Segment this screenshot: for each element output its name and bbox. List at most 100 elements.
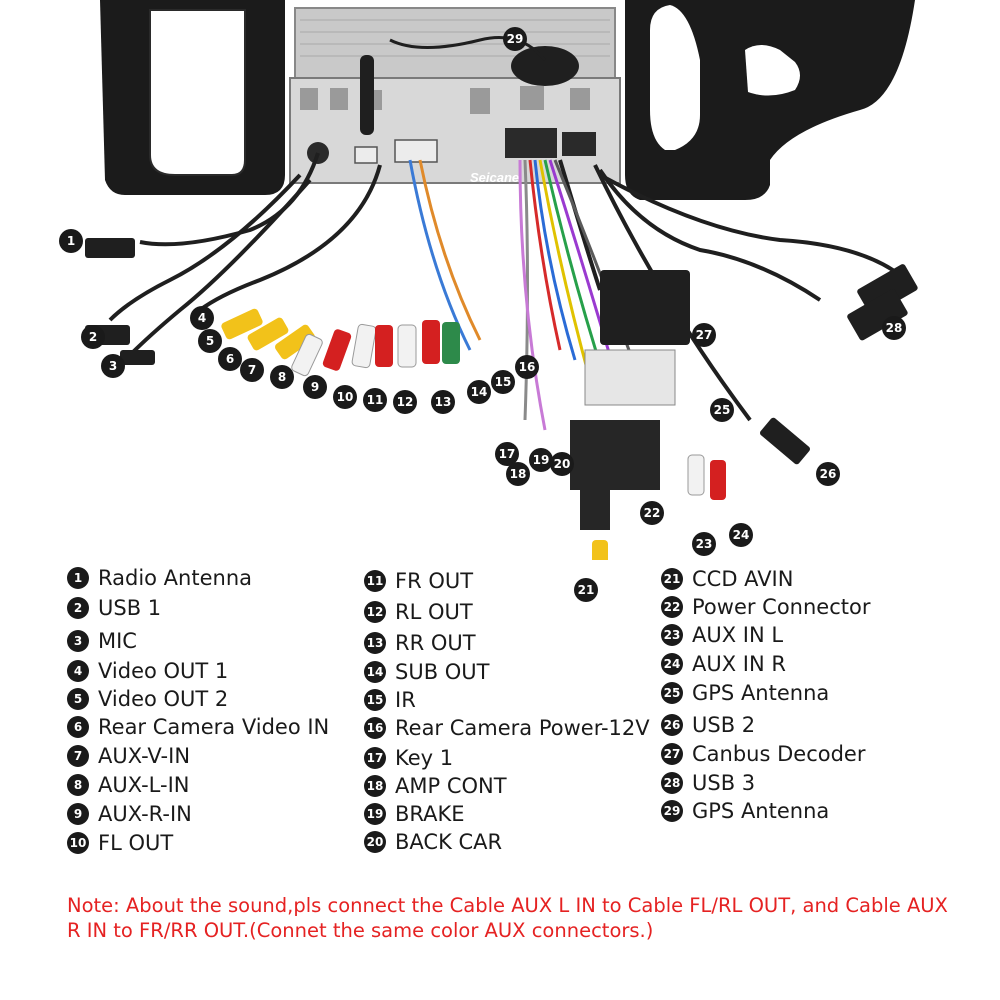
- canbus-decoder: [600, 270, 690, 345]
- legend-number-badge: 12: [364, 601, 386, 623]
- legend-item: 22 Power Connector: [661, 595, 870, 619]
- callout-badge: 20: [550, 452, 574, 476]
- legend-number-badge: 11: [364, 570, 386, 592]
- legend-label: BRAKE: [395, 802, 465, 826]
- legend-item: 11 FR OUT: [364, 569, 473, 593]
- legend-item: 8 AUX-L-IN: [67, 773, 189, 797]
- legend-label: MIC: [98, 629, 137, 653]
- legend-item: 4 Video OUT 1: [67, 659, 228, 683]
- rca-plugs: [221, 308, 726, 560]
- legend-label: USB 2: [692, 713, 756, 737]
- callout-badge: 4: [190, 306, 214, 330]
- rca-plug: [397, 324, 417, 368]
- rca-plug: [275, 324, 315, 360]
- legend-item: 27 Canbus Decoder: [661, 742, 865, 766]
- sound-connection-note: Note: About the sound,pls connect the Ca…: [67, 894, 948, 942]
- callout-badge: 23: [692, 532, 716, 556]
- callout-badge: 16: [515, 355, 539, 379]
- legend-number-badge: 29: [661, 800, 683, 822]
- legend-label: Radio Antenna: [98, 566, 253, 590]
- legend-label: BACK CAR: [395, 830, 503, 854]
- rca-plug: [322, 329, 352, 371]
- legend-label: RL OUT: [395, 600, 473, 624]
- callout-badge: 22: [640, 501, 664, 525]
- power-connector-block: [570, 349, 676, 530]
- callout-badge: 17: [495, 442, 519, 466]
- legend-label: AMP CONT: [395, 774, 507, 798]
- callout-badge: 11: [363, 388, 387, 412]
- callout-badge: 27: [692, 323, 716, 347]
- legend-number-badge: 23: [661, 624, 683, 646]
- rca-plug: [221, 308, 263, 340]
- legend-number-badge: 15: [364, 689, 386, 711]
- legend-label: Power Connector: [692, 595, 871, 619]
- rca-plug: [422, 320, 440, 364]
- wiring-diagram: Seicane: [85, 0, 918, 560]
- callout-badge: 25: [710, 398, 734, 422]
- legend-item: 18 AMP CONT: [364, 774, 507, 798]
- callout-badge: 26: [816, 462, 840, 486]
- legend-number-badge: 21: [661, 568, 683, 590]
- legend-number-badge: 8: [67, 774, 89, 796]
- legend-label: FL OUT: [98, 831, 174, 855]
- legend-number-badge: 22: [661, 596, 683, 618]
- legend-item: 2 USB 1: [67, 596, 161, 620]
- callout-badge: 3: [101, 354, 125, 378]
- legend-label: USB 1: [98, 596, 162, 620]
- legend-number-badge: 25: [661, 682, 683, 704]
- legend-label: SUB OUT: [395, 660, 490, 684]
- gps-antenna: [360, 36, 579, 135]
- legend-number-badge: 4: [67, 660, 89, 682]
- legend-label: FR OUT: [395, 569, 474, 593]
- legend-label: Canbus Decoder: [692, 742, 866, 766]
- rca-plug: [687, 454, 705, 496]
- legend-number-badge: 17: [364, 747, 386, 769]
- legend-label: AUX-R-IN: [98, 802, 192, 826]
- callout-badge: 18: [506, 462, 530, 486]
- legend-item: 12 RL OUT: [364, 600, 473, 624]
- legend-item: 19 BRAKE: [364, 802, 465, 826]
- legend-label: AUX-L-IN: [98, 773, 190, 797]
- callout-badge: 6: [218, 347, 242, 371]
- rca-plug: [351, 323, 377, 369]
- legend-label: AUX IN L: [692, 623, 784, 647]
- rca-plug: [442, 322, 460, 364]
- legend-label: Rear Camera Power-12V: [395, 716, 650, 740]
- legend-number-badge: 18: [364, 775, 386, 797]
- rca-plug: [710, 460, 726, 500]
- callout-badge: 29: [503, 27, 527, 51]
- legend-number-badge: 2: [67, 597, 89, 619]
- callout-badge: 9: [303, 375, 327, 399]
- legend-label: Rear Camera Video IN: [98, 715, 330, 739]
- legend-item: 10 FL OUT: [67, 831, 173, 855]
- legend-label: CCD AVIN: [692, 567, 794, 591]
- callout-badge: 2: [81, 325, 105, 349]
- callout-badge: 21: [574, 578, 598, 602]
- legend-number-badge: 27: [661, 743, 683, 765]
- callout-badge: 12: [393, 390, 417, 414]
- callout-badge: 13: [431, 390, 455, 414]
- dashboard-frame: [100, 0, 915, 200]
- callout-badge: 8: [270, 365, 294, 389]
- legend-number-badge: 19: [364, 803, 386, 825]
- legend-number-badge: 10: [67, 832, 89, 854]
- callout-badge: 28: [882, 316, 906, 340]
- legend-label: AUX IN R: [692, 652, 786, 676]
- callout-badge: 7: [240, 358, 264, 382]
- legend-label: Video OUT 1: [98, 659, 229, 683]
- callout-badge: 10: [333, 385, 357, 409]
- legend-number-badge: 7: [67, 745, 89, 767]
- legend-number-badge: 13: [364, 632, 386, 654]
